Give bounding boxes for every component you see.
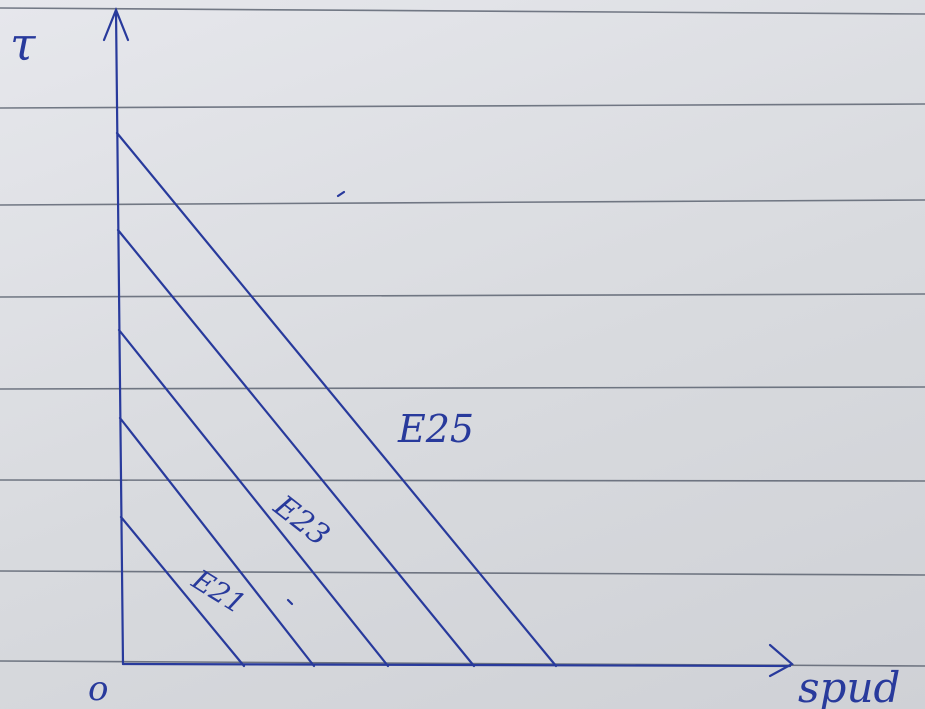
line-e21-upper bbox=[118, 416, 316, 668]
notebook-rule-line bbox=[0, 199, 925, 206]
y-axis-arrow-icon bbox=[102, 7, 130, 42]
stray-pen-mark bbox=[286, 598, 294, 606]
notebook-rule-line bbox=[0, 570, 925, 576]
y-axis-label: τ bbox=[10, 17, 37, 71]
notebook-rule-line bbox=[0, 479, 925, 482]
label-e23: E23 bbox=[266, 488, 336, 553]
x-axis-label: spud bbox=[798, 663, 900, 709]
notebook-rule-line bbox=[0, 293, 925, 298]
line-e23 bbox=[117, 328, 390, 668]
notebook-rules bbox=[0, 7, 925, 667]
torque-speed-lines bbox=[115, 131, 558, 668]
stray-pen-mark bbox=[336, 190, 346, 198]
line-e25 bbox=[115, 131, 558, 668]
label-e25: E25 bbox=[397, 407, 474, 451]
notebook-rule-line bbox=[0, 103, 925, 109]
line-e23-upper bbox=[116, 228, 476, 668]
notebook-rule-line bbox=[0, 386, 925, 390]
x-axis bbox=[121, 662, 792, 668]
line-e21 bbox=[119, 515, 246, 668]
origin-label: o bbox=[88, 669, 108, 709]
y-axis bbox=[114, 8, 125, 666]
notebook-rule-line bbox=[0, 7, 925, 15]
x-axis-arrow-icon bbox=[768, 643, 794, 678]
